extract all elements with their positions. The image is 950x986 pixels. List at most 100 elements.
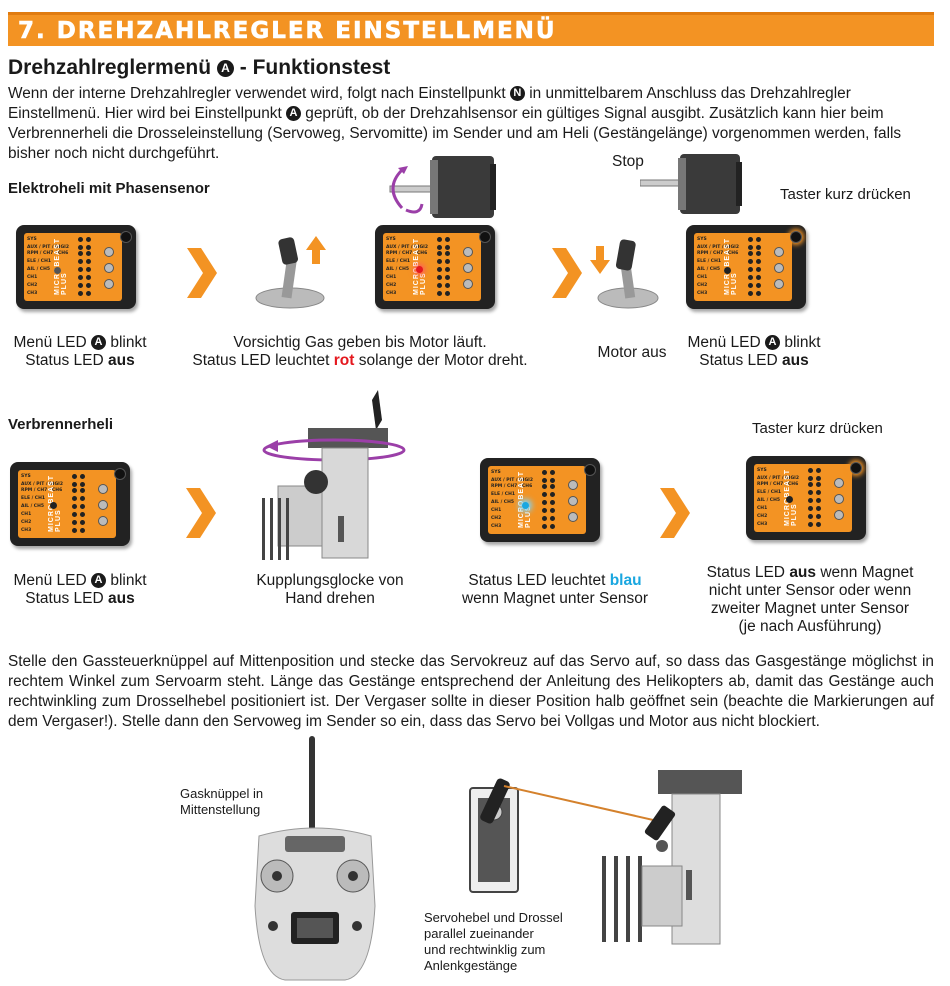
device-led bbox=[542, 478, 547, 483]
device-led bbox=[542, 500, 547, 505]
letter-badge-n: N bbox=[509, 86, 525, 102]
device-led bbox=[756, 267, 761, 272]
device-label: CH2 bbox=[27, 283, 38, 288]
device-led bbox=[748, 237, 753, 242]
device-pot bbox=[834, 478, 844, 488]
device-label: RPM / CH7 / CH6 bbox=[697, 251, 739, 256]
device-label: CH1 bbox=[27, 275, 38, 280]
letter-badge-a: A bbox=[286, 106, 302, 122]
device-led bbox=[748, 251, 753, 256]
device-led bbox=[78, 245, 83, 250]
motor-spinning-illustration bbox=[389, 156, 496, 218]
device-label: SYS bbox=[491, 470, 501, 475]
letter-badge-a: A bbox=[216, 59, 234, 77]
throttle-stick-up-icon bbox=[255, 236, 326, 309]
elektro-caption-1: Menü LED A blinkt Status LED aus bbox=[13, 334, 147, 369]
device-led bbox=[542, 516, 547, 521]
device-led bbox=[748, 267, 753, 272]
device-pot bbox=[774, 263, 784, 273]
device-led bbox=[542, 484, 547, 489]
device-led bbox=[437, 283, 442, 288]
intro-paragraph: Wenn der interne Drehzahlregler verwende… bbox=[8, 85, 902, 162]
verbrenner-caption-4: Status LED aus wenn Magnet nicht unter S… bbox=[706, 564, 914, 635]
device-label: CH3 bbox=[491, 524, 502, 529]
device-pot bbox=[98, 516, 108, 526]
device-label: AIL / CH5 bbox=[27, 267, 51, 272]
device-led bbox=[86, 291, 91, 296]
device-led bbox=[756, 275, 761, 280]
device-label: RPM / CH7 / CH6 bbox=[27, 251, 69, 256]
section-banner: 7. DREHZAHLREGLER EINSTELLMENÜ bbox=[8, 12, 934, 46]
device-led bbox=[72, 474, 77, 479]
device-led bbox=[86, 259, 91, 264]
device-led bbox=[72, 528, 77, 533]
device-led bbox=[542, 470, 547, 475]
device-label: CH2 bbox=[386, 283, 397, 288]
device-label: RPM / CH7 / CH6 bbox=[386, 251, 428, 256]
device-led bbox=[72, 496, 77, 501]
device-label: AUX / PIT / DIGI2 bbox=[697, 245, 739, 250]
verbrenner-heading: Verbrennerheli bbox=[8, 416, 114, 433]
device-led bbox=[80, 512, 85, 517]
device-led bbox=[80, 520, 85, 525]
device-brand: MICROBEAST PLUS bbox=[54, 238, 68, 295]
device-led bbox=[86, 283, 91, 288]
device-label: SYS bbox=[21, 474, 31, 479]
device-label: CH2 bbox=[697, 283, 708, 288]
device-led bbox=[72, 488, 77, 493]
device-label: SYS bbox=[697, 237, 707, 242]
device-label: RPM / CH7 / CH6 bbox=[757, 482, 799, 487]
device-brand: MICROBEAST PLUS bbox=[518, 470, 532, 528]
elektro-caption-3: Motor aus bbox=[597, 344, 667, 361]
device-button-pressed bbox=[850, 462, 862, 474]
elektro-heading: Elektroheli mit Phasensenor bbox=[8, 180, 210, 197]
device-label: AUX / PIT / DIGI2 bbox=[27, 245, 69, 250]
device-label: SYS bbox=[757, 468, 767, 473]
device-pot bbox=[568, 512, 578, 522]
device-led bbox=[437, 245, 442, 250]
device-led bbox=[86, 237, 91, 242]
device-led bbox=[445, 275, 450, 280]
device-label: CH1 bbox=[757, 506, 768, 511]
device-pot bbox=[774, 279, 784, 289]
device-label: RPM / CH7 / CH6 bbox=[491, 484, 533, 489]
device-led bbox=[542, 524, 547, 529]
elektro-caption-2: Vorsichtig Gas geben bis Motor läuft. St… bbox=[192, 334, 528, 369]
device-label: AUX / PIT / DIGI2 bbox=[757, 476, 799, 481]
device-led bbox=[78, 237, 83, 242]
device-led bbox=[816, 490, 821, 495]
device-label: CH3 bbox=[757, 522, 768, 527]
device-button-pressed bbox=[790, 231, 802, 243]
device-led bbox=[78, 267, 83, 272]
status-led bbox=[786, 496, 793, 503]
gas-stick-label: Gasknüppel in Mittenstellung bbox=[180, 786, 264, 817]
device-led bbox=[78, 275, 83, 280]
device-led bbox=[816, 506, 821, 511]
device-label: AIL / CH5 bbox=[697, 267, 721, 272]
motor-stopped-illustration bbox=[640, 154, 742, 214]
bottom-paragraph: Stelle den Gassteuerknüppel auf Mittenpo… bbox=[8, 653, 934, 730]
device-led bbox=[808, 506, 813, 511]
device-pot bbox=[834, 494, 844, 504]
device-led bbox=[78, 283, 83, 288]
device-label: AUX / PIT / DIGI2 bbox=[21, 482, 63, 487]
device-led bbox=[80, 528, 85, 533]
device-label: ELE / CH1 bbox=[491, 492, 515, 497]
device-brand: MICROBEAST PLUS bbox=[724, 238, 738, 295]
device-led bbox=[86, 245, 91, 250]
device-led bbox=[550, 500, 555, 505]
elektro-caption-4: Menü LED A blinkt Status LED aus bbox=[687, 334, 821, 369]
device-label: AIL / CH5 bbox=[21, 504, 45, 509]
servo-linkage-illustration bbox=[469, 770, 742, 945]
engine-clutch-illustration bbox=[262, 390, 406, 560]
device-led bbox=[816, 482, 821, 487]
device-led bbox=[445, 237, 450, 242]
device-led bbox=[816, 498, 821, 503]
device-pot bbox=[774, 247, 784, 257]
device-pot bbox=[568, 496, 578, 506]
